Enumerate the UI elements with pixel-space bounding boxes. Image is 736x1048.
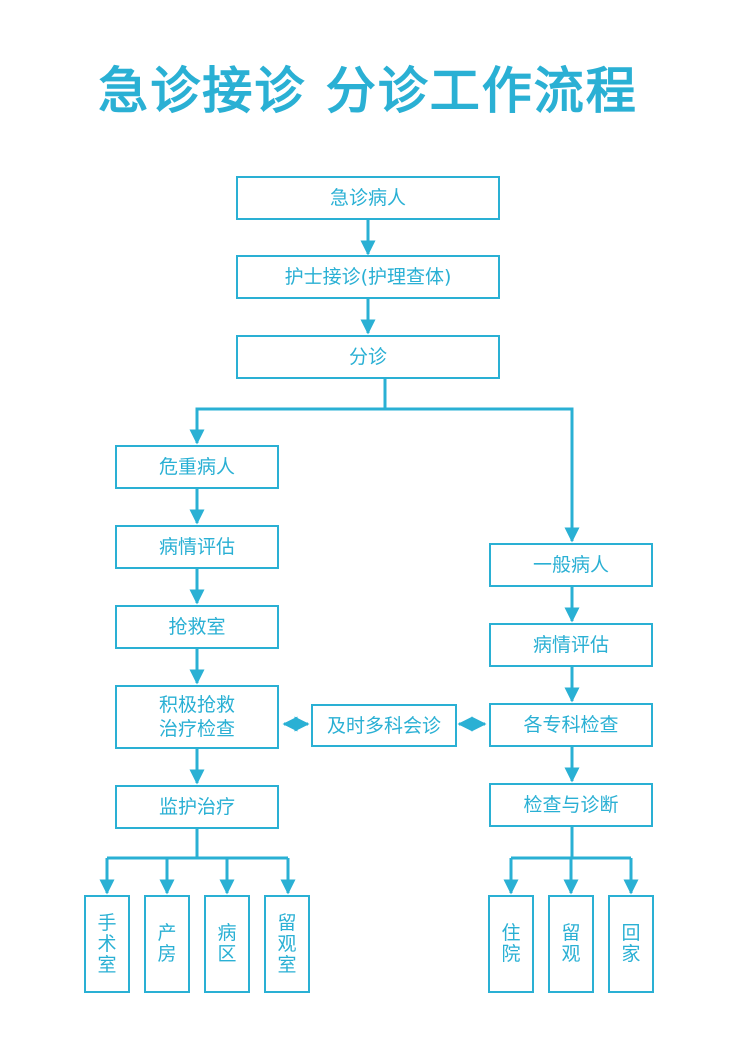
node-rescue-room: 抢救室: [115, 605, 279, 649]
node-active-treatment-line2: 治疗检查: [158, 718, 235, 740]
node-observation-room-label: 留观室: [277, 911, 297, 976]
node-exam-diagnosis: 检查与诊断: [489, 783, 653, 827]
node-left-assessment: 病情评估: [115, 525, 279, 569]
node-observation-room: 留观室: [264, 895, 310, 993]
node-active-treatment: 积极抢救 治疗检查: [115, 685, 279, 749]
node-critical-patient: 危重病人: [115, 445, 279, 489]
node-hospitalize: 住院: [488, 895, 534, 993]
node-surgery-room: 手术室: [84, 895, 130, 993]
node-home-label: 回家: [621, 922, 641, 965]
node-delivery-room-label: 产房: [157, 922, 177, 965]
node-observe: 留观: [548, 895, 594, 993]
node-home: 回家: [608, 895, 654, 993]
node-nurse-reception: 护士接诊(护理查体): [236, 255, 500, 299]
node-hospitalize-label: 住院: [501, 922, 521, 965]
node-right-assessment: 病情评估: [489, 623, 653, 667]
node-general-patient: 一般病人: [489, 543, 653, 587]
page-title: 急诊接诊 分诊工作流程: [98, 62, 638, 120]
node-monitor-treatment: 监护治疗: [115, 785, 279, 829]
node-ward: 病区: [204, 895, 250, 993]
node-surgery-room-label: 手术室: [97, 911, 117, 976]
node-active-treatment-line1: 积极抢救: [158, 694, 235, 716]
node-specialty-exam: 各专科检查: [489, 703, 653, 747]
node-ward-label: 病区: [217, 922, 237, 965]
node-delivery-room: 产房: [144, 895, 190, 993]
node-emergency-patient: 急诊病人: [236, 176, 500, 220]
node-triage: 分诊: [236, 335, 500, 379]
node-multi-dept-consult: 及时多科会诊: [311, 704, 457, 747]
node-observe-label: 留观: [561, 922, 581, 965]
